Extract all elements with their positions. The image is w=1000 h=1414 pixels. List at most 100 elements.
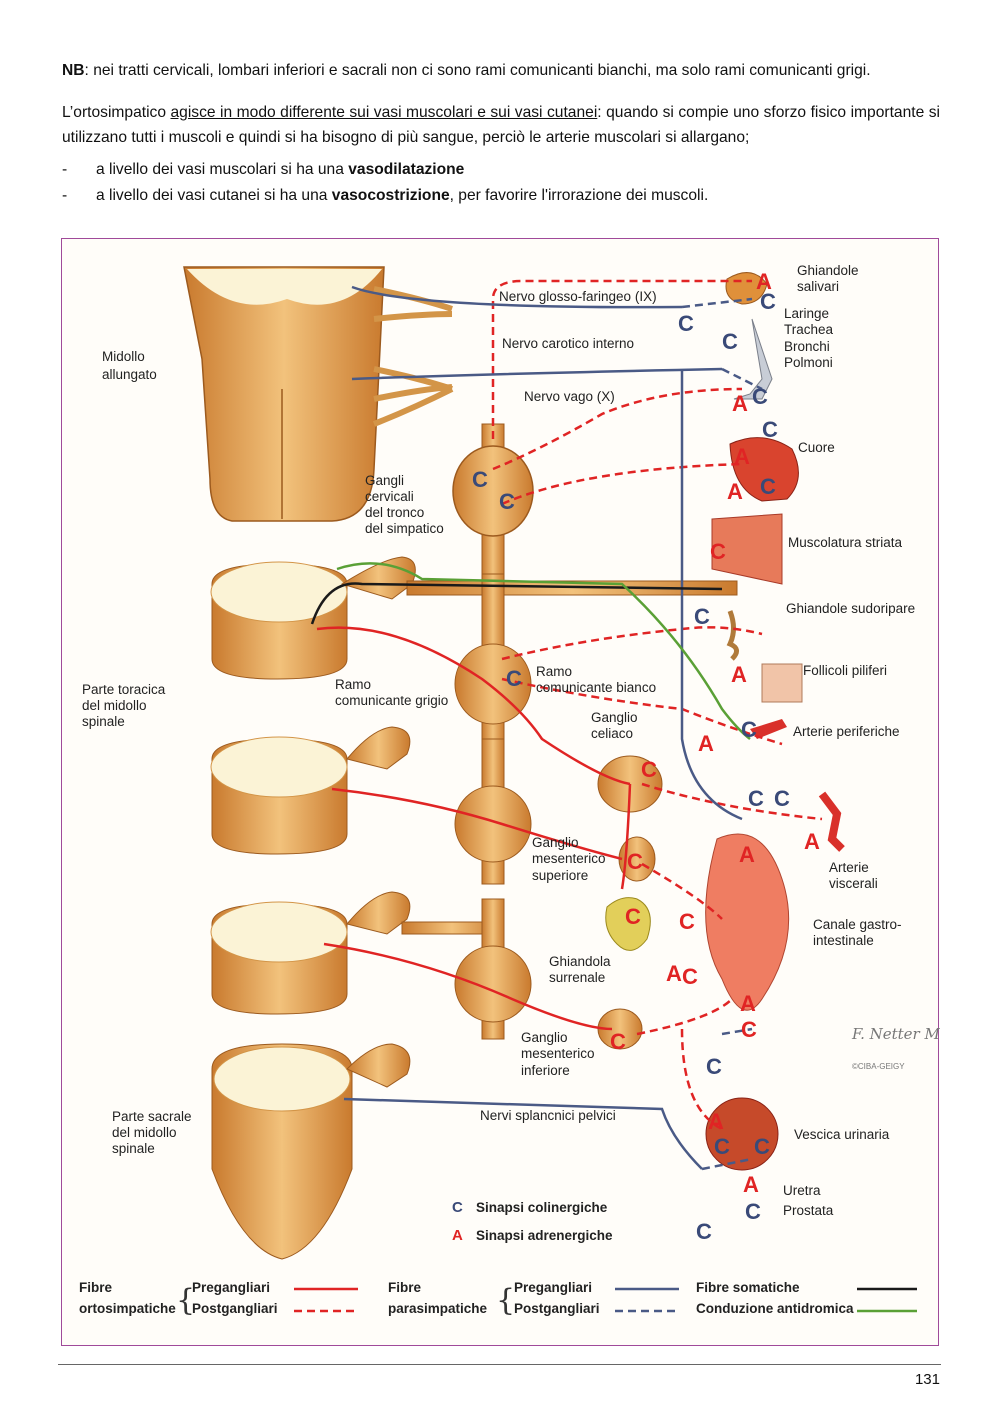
- abdominal-ganglia-drawing: [597, 755, 663, 1050]
- synapse-c-mark: C: [506, 666, 522, 691]
- label-nervo-glosso: Nervo glosso-faringeo (IX): [499, 289, 657, 304]
- figure-drawing: C C C C C A A C C A A C C C A C A C C C …: [79, 263, 940, 1318]
- label-nervo-vago: Nervo vago (X): [524, 389, 615, 404]
- ciba-mark: ©CIBA-GEIGY: [852, 1062, 905, 1071]
- label-arterie-periferiche: Arterie periferiche: [793, 724, 900, 739]
- label-gangli-cervicali: del simpatico: [365, 521, 444, 536]
- label-ghiandola-surrenale: surrenale: [549, 970, 605, 985]
- label-ganglio-celiaco: celiaco: [591, 726, 633, 741]
- p2-end: : quando si compie uno sforzo fisico imp…: [62, 104, 940, 146]
- label-uretra: Uretra: [783, 1183, 821, 1198]
- synapse-c-mark: C: [706, 1054, 722, 1079]
- synapse-marks: C C C C C A A C C A A C C C A C A C C C …: [472, 269, 820, 1244]
- legend-orto-pre: Pregangliari: [192, 1280, 270, 1295]
- legend-para-post: Postgangliari: [514, 1301, 600, 1316]
- legend-orto-1: Fibre: [79, 1280, 112, 1295]
- synapse-c-mark: C: [641, 757, 657, 782]
- label-gangli-cervicali: Gangli: [365, 473, 404, 488]
- synapse-a-mark: A: [743, 1172, 759, 1197]
- synapse-c-mark: C: [694, 604, 710, 629]
- synapse-c-mark: C: [760, 474, 776, 499]
- label-cuore: Cuore: [798, 440, 835, 455]
- label-ganglio-mes-inf: inferiore: [521, 1063, 570, 1078]
- ortosimpatiche-postgangliari: [491, 279, 823, 1131]
- midollo-allungato-drawing: [183, 266, 454, 522]
- synapse-c-mark: C: [745, 1199, 761, 1224]
- synapse-c-mark: C: [710, 539, 726, 564]
- label-parte-toracica: del midollo: [82, 698, 147, 713]
- fibre-legend: Fibre ortosimpatiche { Pregangliari Post…: [79, 1280, 854, 1318]
- synapse-c-mark: C: [774, 786, 790, 811]
- label-canale-gastro: Canale gastro-: [813, 917, 902, 932]
- page-number: 131: [914, 1371, 940, 1388]
- label-gangli-cervicali: cervicali: [365, 489, 414, 504]
- label-arterie-viscerali: viscerali: [829, 876, 878, 891]
- synapse-c-mark: C: [682, 964, 698, 989]
- label-parte-toracica: spinale: [82, 714, 125, 729]
- key-c-symbol: C: [452, 1199, 463, 1216]
- synapse-c-mark: C: [627, 849, 643, 874]
- synapse-c-mark: C: [748, 786, 764, 811]
- label-canale-gastro: intestinale: [813, 933, 874, 948]
- label-ramo-grigio: comunicante grigio: [335, 693, 448, 708]
- synapse-c-mark: C: [678, 311, 694, 336]
- synapse-c-mark: C: [714, 1134, 730, 1159]
- label-ghiandole-sudoripare: Ghiandole sudoripare: [786, 601, 915, 616]
- ortosimpatico-paragraph: L’ortosimpatico agisce in modo different…: [62, 100, 940, 150]
- synapse-c-mark: C: [696, 1219, 712, 1244]
- synapse-a-mark: A: [734, 444, 750, 469]
- synapse-c-mark: C: [610, 1029, 626, 1054]
- synapse-a-mark: A: [804, 829, 820, 854]
- synapse-a-mark: A: [740, 991, 756, 1016]
- bullet-dash: -: [62, 187, 68, 204]
- nb-text: : nei tratti cervicali, lombari inferior…: [84, 62, 871, 79]
- bullet-text: a livello dei vasi muscolari si ha una: [96, 161, 349, 178]
- bullet-dash: -: [62, 161, 68, 178]
- nb-paragraph: NB: nei tratti cervicali, lombari inferi…: [62, 58, 940, 83]
- label-follicoli: Follicoli piliferi: [803, 663, 887, 678]
- legend-para-1: Fibre: [388, 1280, 421, 1295]
- bullet-text-end: , per favorire l'irrorazione dei muscoli…: [449, 187, 709, 204]
- netter-signature: F. Netter M.D.: [851, 1025, 940, 1043]
- p2-start: L’ortosimpatico: [62, 104, 171, 121]
- label-ramo-grigio: Ramo: [335, 677, 371, 692]
- label-midollo: Midollo: [102, 349, 145, 364]
- legend-brace: {: [496, 1283, 515, 1318]
- label-ramo-bianco: comunicante bianco: [536, 680, 656, 695]
- key-c-label: Sinapsi colinergiche: [476, 1200, 608, 1215]
- label-gangli-cervicali: del tronco: [365, 505, 424, 520]
- synapse-key: C Sinapsi colinergiche A Sinapsi adrener…: [452, 1199, 613, 1244]
- figure-labels: Midollo allungato Nervo glosso-faringeo …: [82, 263, 940, 1218]
- ortosimpatiche-fibres: [316, 626, 632, 1031]
- synapse-c-mark: C: [741, 1017, 757, 1042]
- legend-antidromica: Conduzione antidromica: [696, 1301, 854, 1316]
- label-nervi-splancnici: Nervi splancnici pelvici: [480, 1108, 616, 1123]
- legend-brace: {: [176, 1283, 195, 1318]
- synapse-c-mark: C: [499, 489, 515, 514]
- label-laringe: Polmoni: [784, 355, 833, 370]
- autonomic-nervous-system-figure: C C C C C A A C C A A C C C A C A C C C …: [61, 238, 940, 1346]
- synapse-a-mark: A: [731, 662, 747, 687]
- legend-orto-2: ortosimpatiche: [79, 1301, 176, 1316]
- label-laringe: Laringe: [784, 306, 829, 321]
- synapse-a-mark: A: [756, 269, 772, 294]
- label-ganglio-mes-sup: Ganglio: [532, 835, 579, 850]
- synapse-c-mark: C: [472, 467, 488, 492]
- label-parte-sacrale: spinale: [112, 1141, 155, 1156]
- legend-line-samples: [294, 1287, 917, 1313]
- bullet-vasocostrizione: -a livello dei vasi cutanei si ha una va…: [62, 183, 708, 208]
- label-muscolatura: Muscolatura striata: [788, 535, 903, 550]
- synapse-c-mark: C: [752, 384, 768, 409]
- label-parte-toracica: Parte toracica: [82, 682, 166, 697]
- legend-para-pre: Pregangliari: [514, 1280, 592, 1295]
- parasimpatiche-fibres: [343, 285, 743, 1170]
- nb-label: NB: [62, 62, 85, 79]
- label-parte-sacrale: del midollo: [112, 1125, 177, 1140]
- key-a-label: Sinapsi adrenergiche: [476, 1228, 613, 1243]
- parte-toracica-drawing: [210, 556, 738, 1040]
- label-ramo-bianco: Ramo: [536, 664, 572, 679]
- bullet-vasodilatazione: -a livello dei vasi muscolari si ha una …: [62, 157, 464, 182]
- legend-somatiche: Fibre somatiche: [696, 1280, 800, 1295]
- label-vescica: Vescica urinaria: [794, 1127, 890, 1142]
- label-midollo: allungato: [102, 367, 157, 382]
